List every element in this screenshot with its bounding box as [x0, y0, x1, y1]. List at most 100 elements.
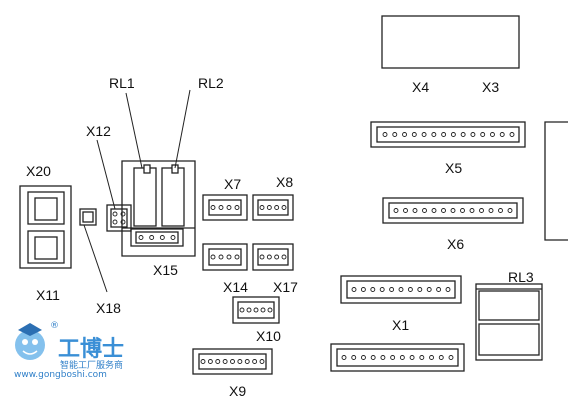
x5-pin	[441, 132, 447, 137]
label-x1: X1	[392, 317, 409, 333]
watermark-tagline: 智能工厂服务商	[60, 359, 123, 371]
label-x20: X20	[26, 163, 51, 179]
x5-connector	[370, 121, 526, 148]
x5-pin	[431, 132, 437, 137]
x14-pin	[210, 254, 216, 260]
x9-pin	[222, 359, 228, 364]
x12-pin	[112, 211, 118, 217]
x7-pin	[234, 205, 240, 210]
label-x11: X11	[36, 287, 60, 303]
x1-lower-pin	[341, 355, 347, 360]
label-x10: X10	[256, 328, 281, 344]
x5-pin	[382, 132, 388, 137]
x4-x3-block	[381, 15, 520, 69]
x6-pin	[479, 208, 484, 213]
x7-pin	[226, 205, 232, 210]
x9-connector	[192, 348, 273, 375]
x15-connector	[130, 228, 184, 247]
x7-connector	[202, 194, 248, 221]
x1-lower-pin	[390, 355, 396, 360]
x6-connector	[382, 197, 524, 224]
x17-pin	[266, 254, 272, 260]
x9-pin	[259, 359, 265, 364]
x1-upper-pin	[426, 287, 432, 292]
x18-connector	[79, 208, 97, 226]
x12b-pin	[112, 219, 118, 225]
label-x17: X17	[273, 279, 298, 295]
x12-connector	[106, 204, 132, 232]
x14-pin	[234, 254, 240, 260]
x1-upper-connector	[340, 275, 462, 304]
x8-connector	[252, 194, 294, 221]
x9-pin	[252, 359, 258, 364]
board-edge	[544, 121, 568, 241]
x6-pin	[441, 208, 446, 213]
x14-pin	[226, 254, 232, 260]
x9-pin	[237, 359, 243, 364]
x1-upper-pin	[417, 287, 423, 292]
x10-pin	[239, 307, 245, 313]
x1-lower-pin	[429, 355, 434, 360]
x1-upper-pin	[445, 287, 451, 292]
x1-lower-pin	[361, 355, 366, 360]
x1-lower-pin	[351, 355, 357, 360]
x6-pin	[498, 208, 503, 213]
x12-pin	[120, 211, 126, 217]
x1-upper-pin	[379, 287, 385, 292]
x8-pin	[259, 205, 265, 210]
x5-pin	[499, 132, 505, 137]
label-x14: X14	[223, 279, 248, 295]
x9-pin	[200, 359, 206, 364]
label-x15: X15	[153, 262, 178, 278]
x6-pin	[422, 208, 427, 213]
label-x5: X5	[445, 160, 462, 176]
x5-pin	[509, 132, 515, 137]
x17-pin	[274, 254, 280, 260]
x15-pin	[159, 235, 165, 240]
x7-pin	[210, 205, 216, 210]
label-rl1: RL1	[109, 75, 135, 91]
x9-pin	[215, 359, 221, 364]
x5-pin	[450, 132, 456, 137]
x1-lower-pin	[409, 355, 415, 360]
x9-pin	[230, 359, 235, 364]
x1-lower-pin	[399, 355, 405, 360]
x1-upper-pin	[407, 287, 413, 292]
x9-pin	[244, 359, 250, 364]
x17-pin	[281, 254, 287, 260]
x8-pin	[274, 205, 280, 210]
x5-pin	[392, 132, 398, 137]
rl-relay-housing	[121, 160, 196, 257]
x14-upper-connector	[202, 243, 248, 271]
x15-pin	[170, 235, 176, 240]
x5-pin	[402, 132, 407, 137]
x8-pin	[281, 205, 287, 210]
watermark-registered: ®	[50, 321, 59, 331]
x7-pin	[218, 205, 224, 210]
x1-upper-pin	[351, 287, 357, 292]
x6-pin	[412, 208, 418, 213]
x12b-pin	[120, 219, 126, 225]
x15-pin	[149, 235, 155, 240]
x5-pin	[421, 132, 427, 137]
label-x12: X12	[86, 123, 111, 139]
mascot-logo	[15, 323, 45, 360]
label-rl2: RL2	[198, 75, 224, 91]
x1-lower-pin	[370, 355, 376, 360]
x5-pin	[490, 132, 495, 137]
x1-lower-pin	[380, 355, 386, 360]
label-x7: X7	[224, 176, 241, 192]
x20-x11-jack-block	[19, 185, 72, 269]
x5-pin	[470, 132, 476, 137]
label-x9: X9	[229, 383, 246, 399]
x5-pin	[460, 132, 466, 137]
x6-pin	[469, 208, 475, 213]
x10-connector	[232, 296, 280, 324]
x1-lower-pin	[419, 355, 425, 360]
x8-pin	[266, 205, 272, 210]
x15-pin	[138, 235, 144, 240]
x1-upper-pin	[389, 287, 395, 292]
x17-pin	[259, 254, 265, 260]
label-x8: X8	[276, 174, 293, 190]
